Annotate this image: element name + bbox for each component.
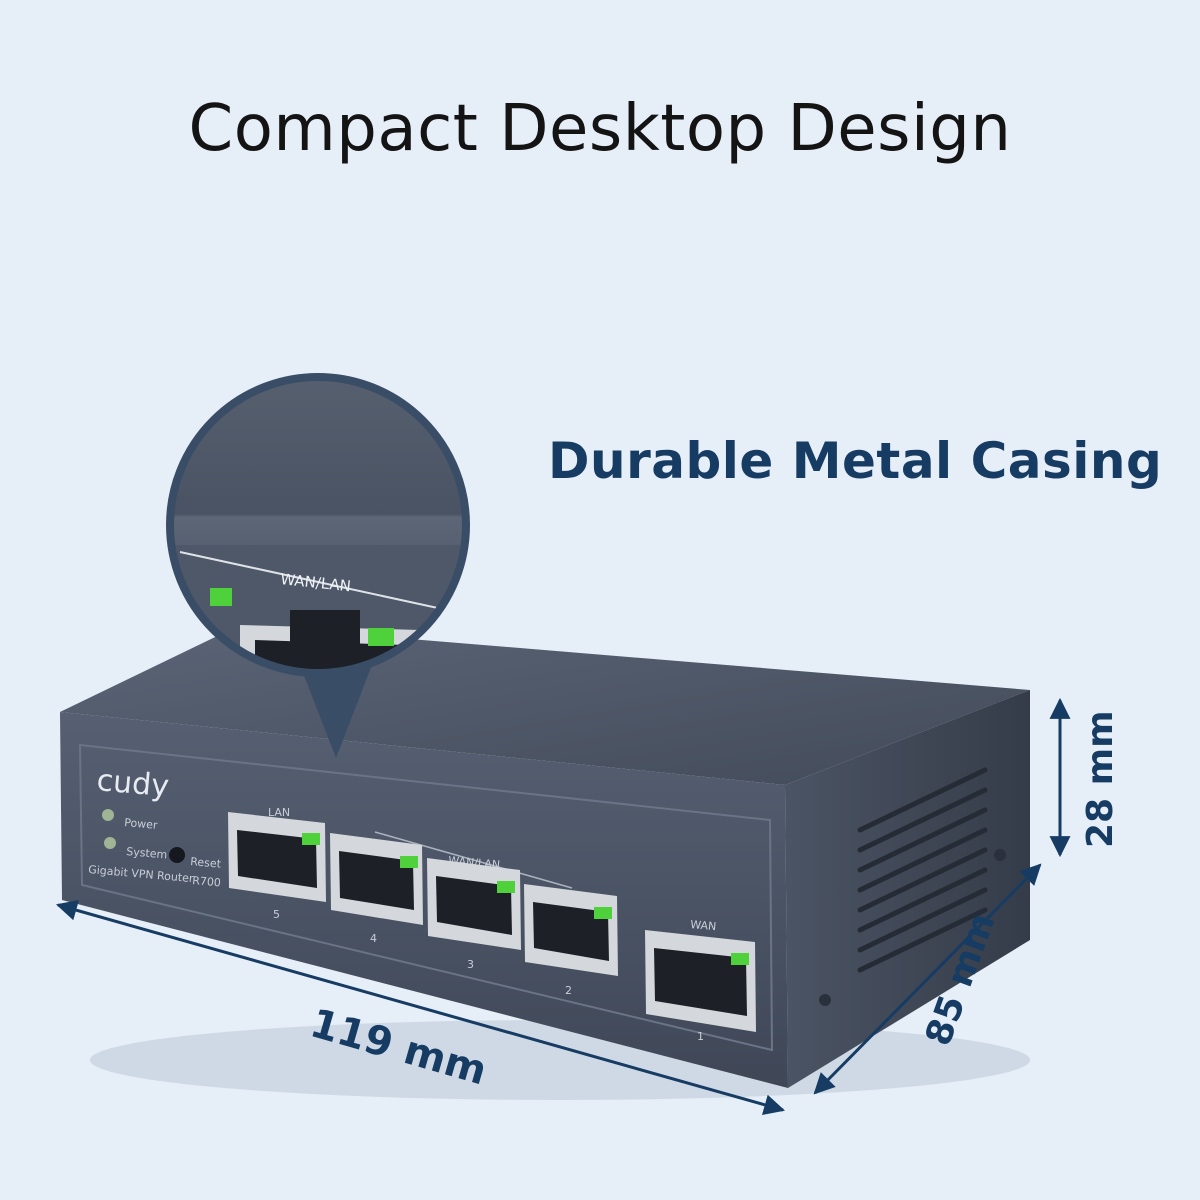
wanlan-group-line <box>374 831 573 889</box>
headline: Compact Desktop Design <box>188 92 1012 166</box>
port-number-3: 3 <box>467 958 474 971</box>
rj45-port-5[interactable] <box>228 812 326 902</box>
zoom-magnifier: WAN/LAN <box>166 373 470 677</box>
device-shadow <box>90 1020 1030 1100</box>
depth-arrow <box>813 863 1042 1095</box>
reset-button[interactable] <box>169 847 185 863</box>
port-number-2: 2 <box>565 984 572 997</box>
rj45-port-3[interactable] <box>427 858 521 950</box>
port-number-5: 5 <box>273 908 280 921</box>
system-led-label: System <box>126 845 168 862</box>
height-dimension: 28 mm <box>1080 710 1121 848</box>
side-screw <box>994 849 1006 861</box>
port-number-1: 1 <box>697 1030 704 1043</box>
rj45-port-2[interactable] <box>524 884 618 976</box>
power-led-label: Power <box>124 816 159 832</box>
brand-logo: cudy <box>95 763 170 804</box>
reset-label: Reset <box>190 855 222 871</box>
power-led <box>102 809 114 821</box>
rj45-port-4[interactable] <box>330 833 423 925</box>
zoom-pointer <box>300 665 372 758</box>
side-screw <box>819 994 831 1006</box>
lan-group-label: LAN <box>268 806 290 819</box>
port-number-4: 4 <box>370 932 377 945</box>
model-number: R700 <box>192 874 222 889</box>
callout-title: Durable Metal Casing <box>548 432 1163 490</box>
wan-group-label: WAN <box>690 918 717 933</box>
width-arrow <box>55 900 786 1115</box>
system-led <box>104 837 116 849</box>
